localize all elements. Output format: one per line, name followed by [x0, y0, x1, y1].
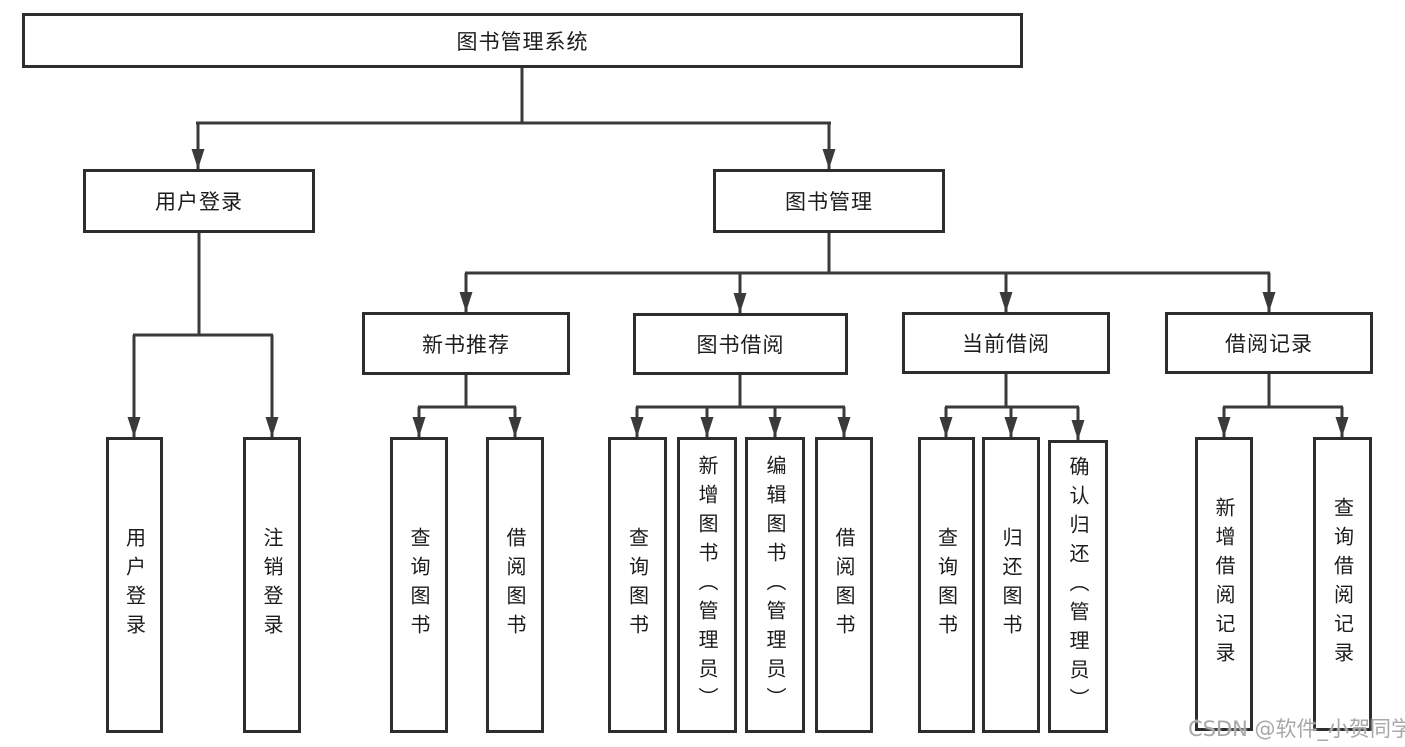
leaf-newbook-borrow-label: 借阅图书	[503, 527, 527, 643]
leaf-cb-confirm-label: 确认归还（管理员）	[1066, 456, 1090, 717]
csdn-watermark: CSDN @软件_小贺同学	[1188, 717, 1405, 741]
leaf-bb-edit: 编辑图书（管理员）	[745, 437, 805, 733]
leaf-logout-label: 注销登录	[260, 527, 284, 643]
leaf-br-query-label: 查询借阅记录	[1330, 497, 1355, 671]
leaf-newbook-query-label: 查询图书	[407, 527, 431, 643]
node-new-book-label: 新书推荐	[422, 332, 510, 357]
leaf-bb-add-label: 新增图书（管理员）	[695, 454, 719, 716]
leaf-br-query: 查询借阅记录	[1313, 437, 1372, 731]
branch-book-mgmt	[459, 233, 1276, 313]
branch-borrow-record	[1217, 374, 1349, 437]
leaf-cb-query: 查询图书	[918, 437, 975, 733]
node-root: 图书管理系统	[22, 13, 1023, 68]
leaf-bb-query: 查询图书	[608, 437, 667, 733]
leaf-br-add: 新增借阅记录	[1195, 437, 1253, 731]
branch-new-book	[412, 375, 522, 437]
leaf-newbook-query: 查询图书	[390, 437, 448, 733]
leaf-user-login: 用户登录	[106, 437, 163, 733]
leaf-bb-edit-label: 编辑图书（管理员）	[763, 454, 787, 716]
leaf-newbook-borrow: 借阅图书	[486, 437, 544, 733]
node-borrow-record: 借阅记录	[1165, 312, 1373, 374]
node-borrow-record-label: 借阅记录	[1225, 332, 1313, 356]
node-user-login-label: 用户登录	[155, 190, 243, 214]
node-book-borrow: 图书借阅	[633, 313, 848, 375]
leaf-logout: 注销登录	[243, 437, 301, 733]
branch-current-borrow	[939, 374, 1085, 440]
node-current-borrow-label: 当前借阅	[962, 332, 1050, 356]
branch-root	[191, 68, 836, 169]
node-new-book: 新书推荐	[362, 312, 570, 375]
leaf-bb-borrow-label: 借阅图书	[832, 527, 856, 643]
node-root-label: 图书管理系统	[456, 29, 589, 54]
leaf-br-add-label: 新增借阅记录	[1212, 497, 1236, 671]
branch-user-login	[127, 233, 279, 437]
leaf-cb-return-label: 归还图书	[999, 527, 1023, 643]
leaf-cb-confirm: 确认归还（管理员）	[1048, 440, 1108, 733]
node-user-login: 用户登录	[83, 169, 315, 233]
leaf-cb-return: 归还图书	[982, 437, 1040, 733]
branch-book-borrow	[630, 375, 851, 437]
node-current-borrow: 当前借阅	[902, 312, 1110, 374]
leaf-user-login-label: 用户登录	[122, 527, 147, 643]
leaf-bb-query-label: 查询图书	[625, 527, 650, 643]
leaf-cb-query-label: 查询图书	[934, 527, 959, 643]
node-book-mgmt-label: 图书管理	[785, 190, 873, 214]
leaf-bb-borrow: 借阅图书	[815, 437, 873, 733]
leaf-bb-add: 新增图书（管理员）	[677, 437, 737, 733]
node-book-borrow-label: 图书借阅	[696, 333, 785, 357]
node-book-mgmt: 图书管理	[713, 169, 945, 233]
